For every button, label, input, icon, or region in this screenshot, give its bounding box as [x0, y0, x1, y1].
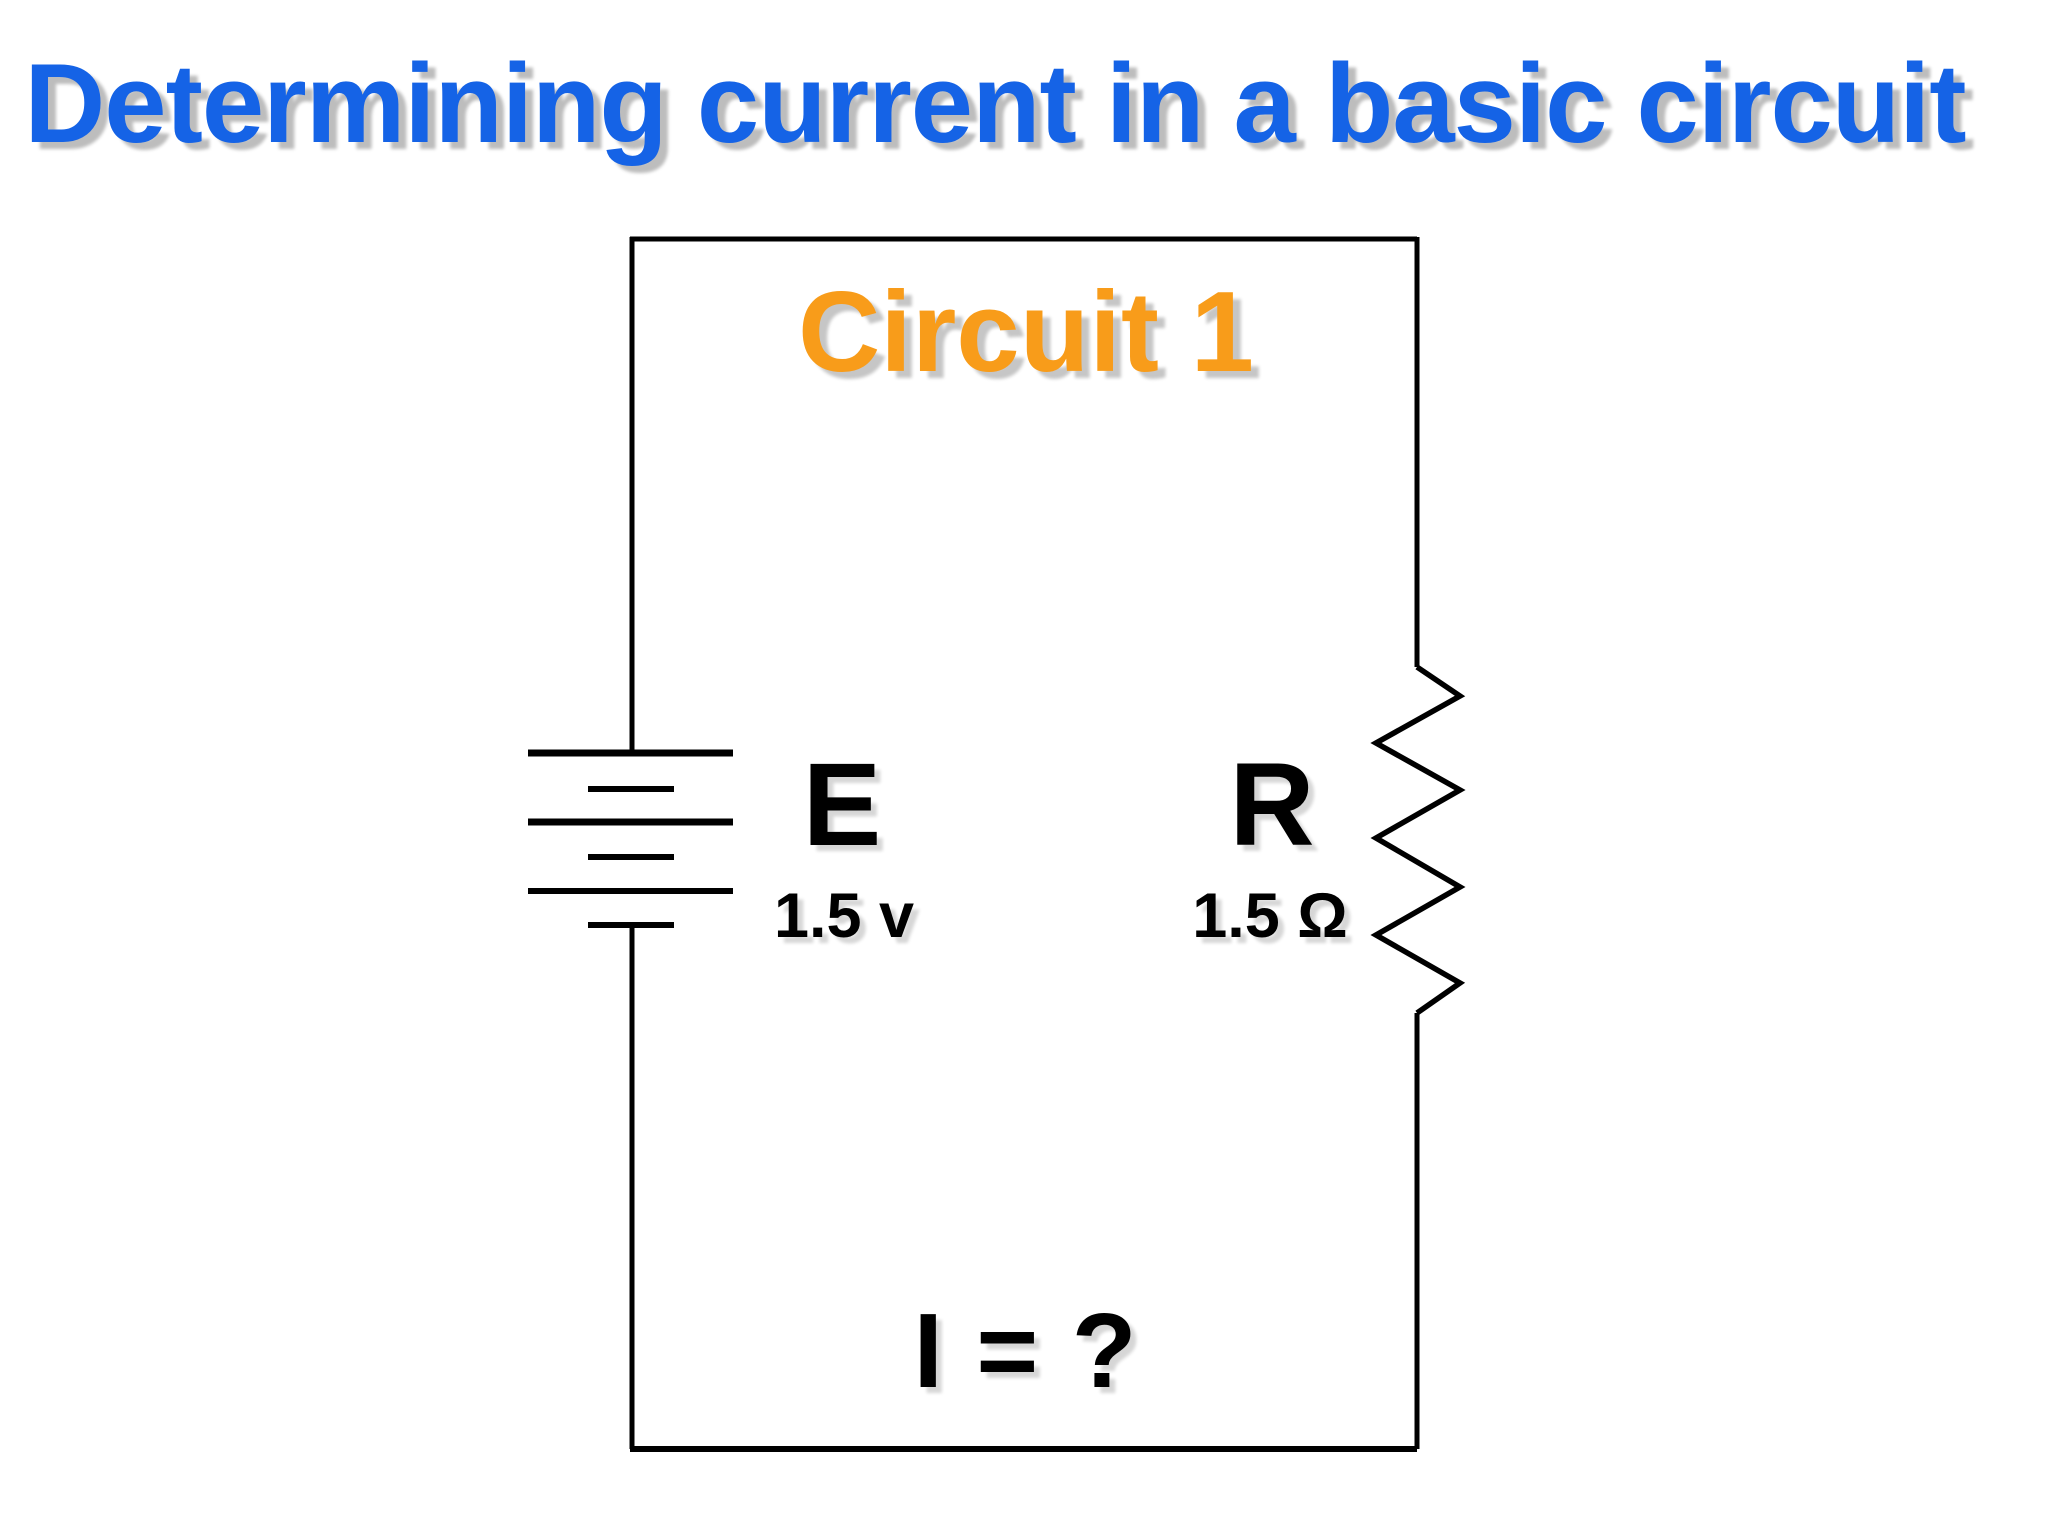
slide-title: Determining current in a basic circuit — [24, 41, 1966, 166]
resistor-icon — [1370, 664, 1466, 1016]
battery-icon — [528, 749, 733, 928]
circuit-label: Circuit 1 — [797, 269, 1255, 396]
resistor-value: 1.5 Ω — [1192, 881, 1348, 951]
resistor-symbol: R — [1229, 739, 1315, 871]
source-symbol: E — [802, 739, 882, 871]
current-question: I = ? — [913, 1292, 1139, 1410]
source-value: 1.5 v — [773, 881, 915, 951]
